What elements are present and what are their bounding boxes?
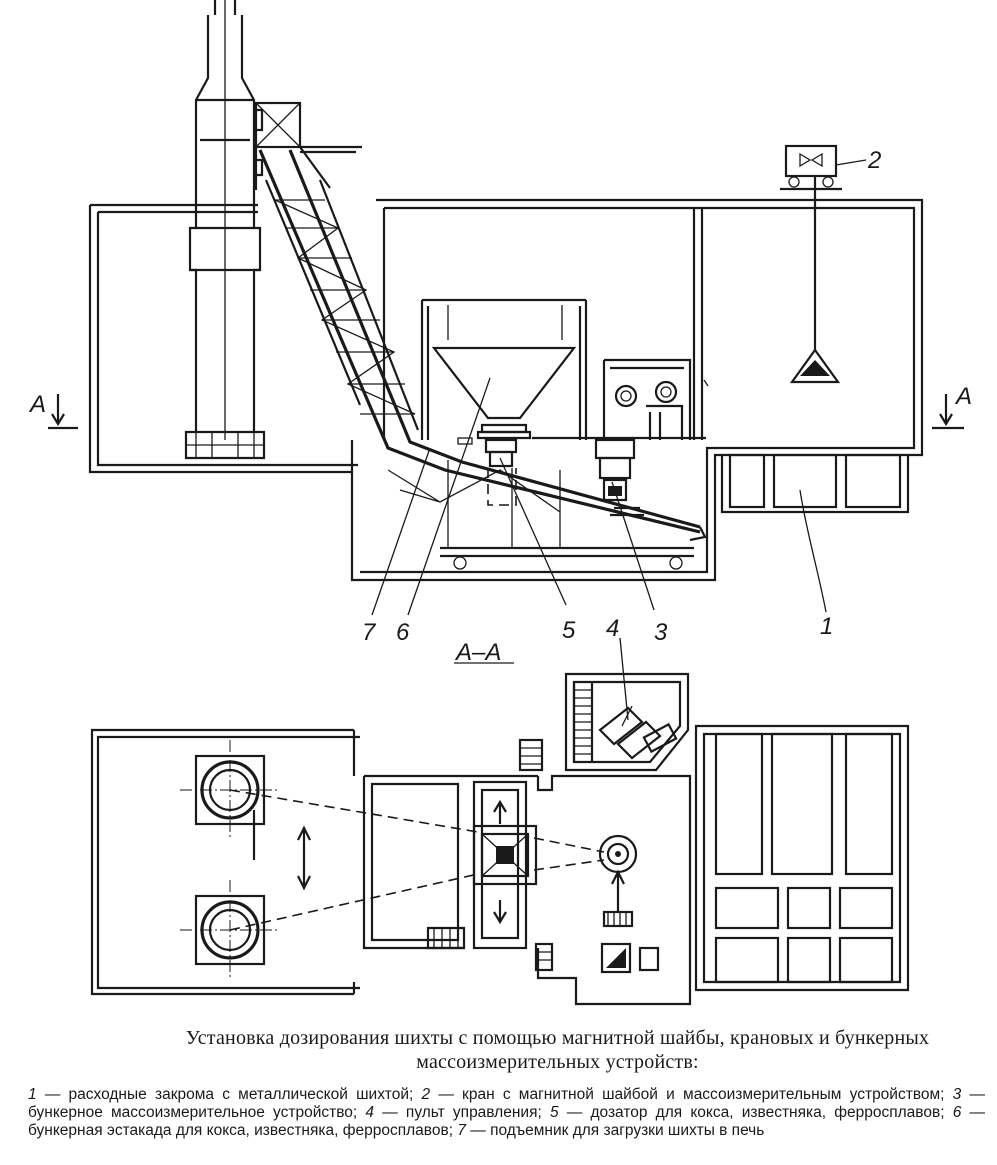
- figure-caption: Установка дозирования шихты с помощью ма…: [0, 1026, 997, 1140]
- legend-num-4: 4: [365, 1104, 375, 1121]
- skip-hoist: [254, 101, 707, 542]
- legend-num-7: 7: [457, 1122, 466, 1139]
- feed-lines: [229, 789, 605, 931]
- legend-num-6: 6: [952, 1104, 962, 1121]
- bunker-trestle: [420, 298, 588, 440]
- section-marker-right: [932, 394, 964, 430]
- legend-num-2: 2: [421, 1086, 431, 1103]
- legend-text-7: — подъемник для загрузки шихты в печь: [465, 1122, 765, 1139]
- furnace-top: [180, 740, 280, 840]
- transfer-arrow: [297, 825, 311, 891]
- plan-storage-bins: [694, 724, 910, 992]
- legend-num-3: 3: [952, 1086, 962, 1103]
- label-1: 1: [820, 613, 833, 640]
- leader-lines: [371, 377, 827, 616]
- furnace-column: [184, 0, 266, 460]
- dosers: [457, 436, 706, 517]
- plan-view: [90, 637, 910, 1006]
- pit-floor: [387, 460, 694, 570]
- legend-text-2: — кран с магнитной шайбой и массоизмерит…: [430, 1086, 953, 1103]
- main-building: [350, 198, 924, 582]
- plan-hoist-bay: [362, 738, 554, 972]
- caption-title: Установка дозирования шихты с помощью ма…: [185, 1027, 930, 1073]
- legend-num-1: 1: [28, 1086, 37, 1103]
- legend-text-6: — бункерная эстакада для кокса, известня…: [28, 1104, 986, 1139]
- crane: [780, 144, 867, 384]
- section-title: А–А: [454, 639, 501, 666]
- section-label-right: А: [954, 383, 972, 410]
- legend-text-5: — дозатор для кокса, известняка, ферросп…: [558, 1104, 953, 1121]
- legend-text-3: — бункерное массоизмерительное устройств…: [28, 1086, 986, 1121]
- legend-text-4: — пульт управления;: [374, 1104, 550, 1121]
- technical-drawing: 1 2 3 4 5 6 7 А А А–А: [28, 0, 972, 1006]
- control-pult: [564, 672, 690, 772]
- legend-text-1: — расходные закрома с металлической шихт…: [36, 1086, 422, 1103]
- left-building: [88, 203, 358, 474]
- control-room-elevation: [602, 358, 692, 440]
- label-2: 2: [867, 147, 881, 174]
- label-5: 5: [562, 617, 576, 644]
- plan-left-bay: [90, 728, 360, 996]
- plan-weigher-bay: [536, 774, 692, 1006]
- section-marker-left: [48, 394, 78, 430]
- section-title-underline: [454, 637, 629, 721]
- label-4: 4: [606, 615, 619, 642]
- storage-bins: [720, 453, 910, 514]
- label-3: 3: [654, 619, 668, 646]
- furnace-bottom: [180, 880, 280, 980]
- label-6: 6: [396, 619, 410, 646]
- elevation-view: [48, 0, 964, 616]
- label-7: 7: [362, 619, 377, 646]
- legend-num-5: 5: [549, 1104, 559, 1121]
- caption-legend: 1 — расходные закрома с металлической ши…: [0, 1086, 997, 1140]
- section-label-left: А: [28, 391, 46, 418]
